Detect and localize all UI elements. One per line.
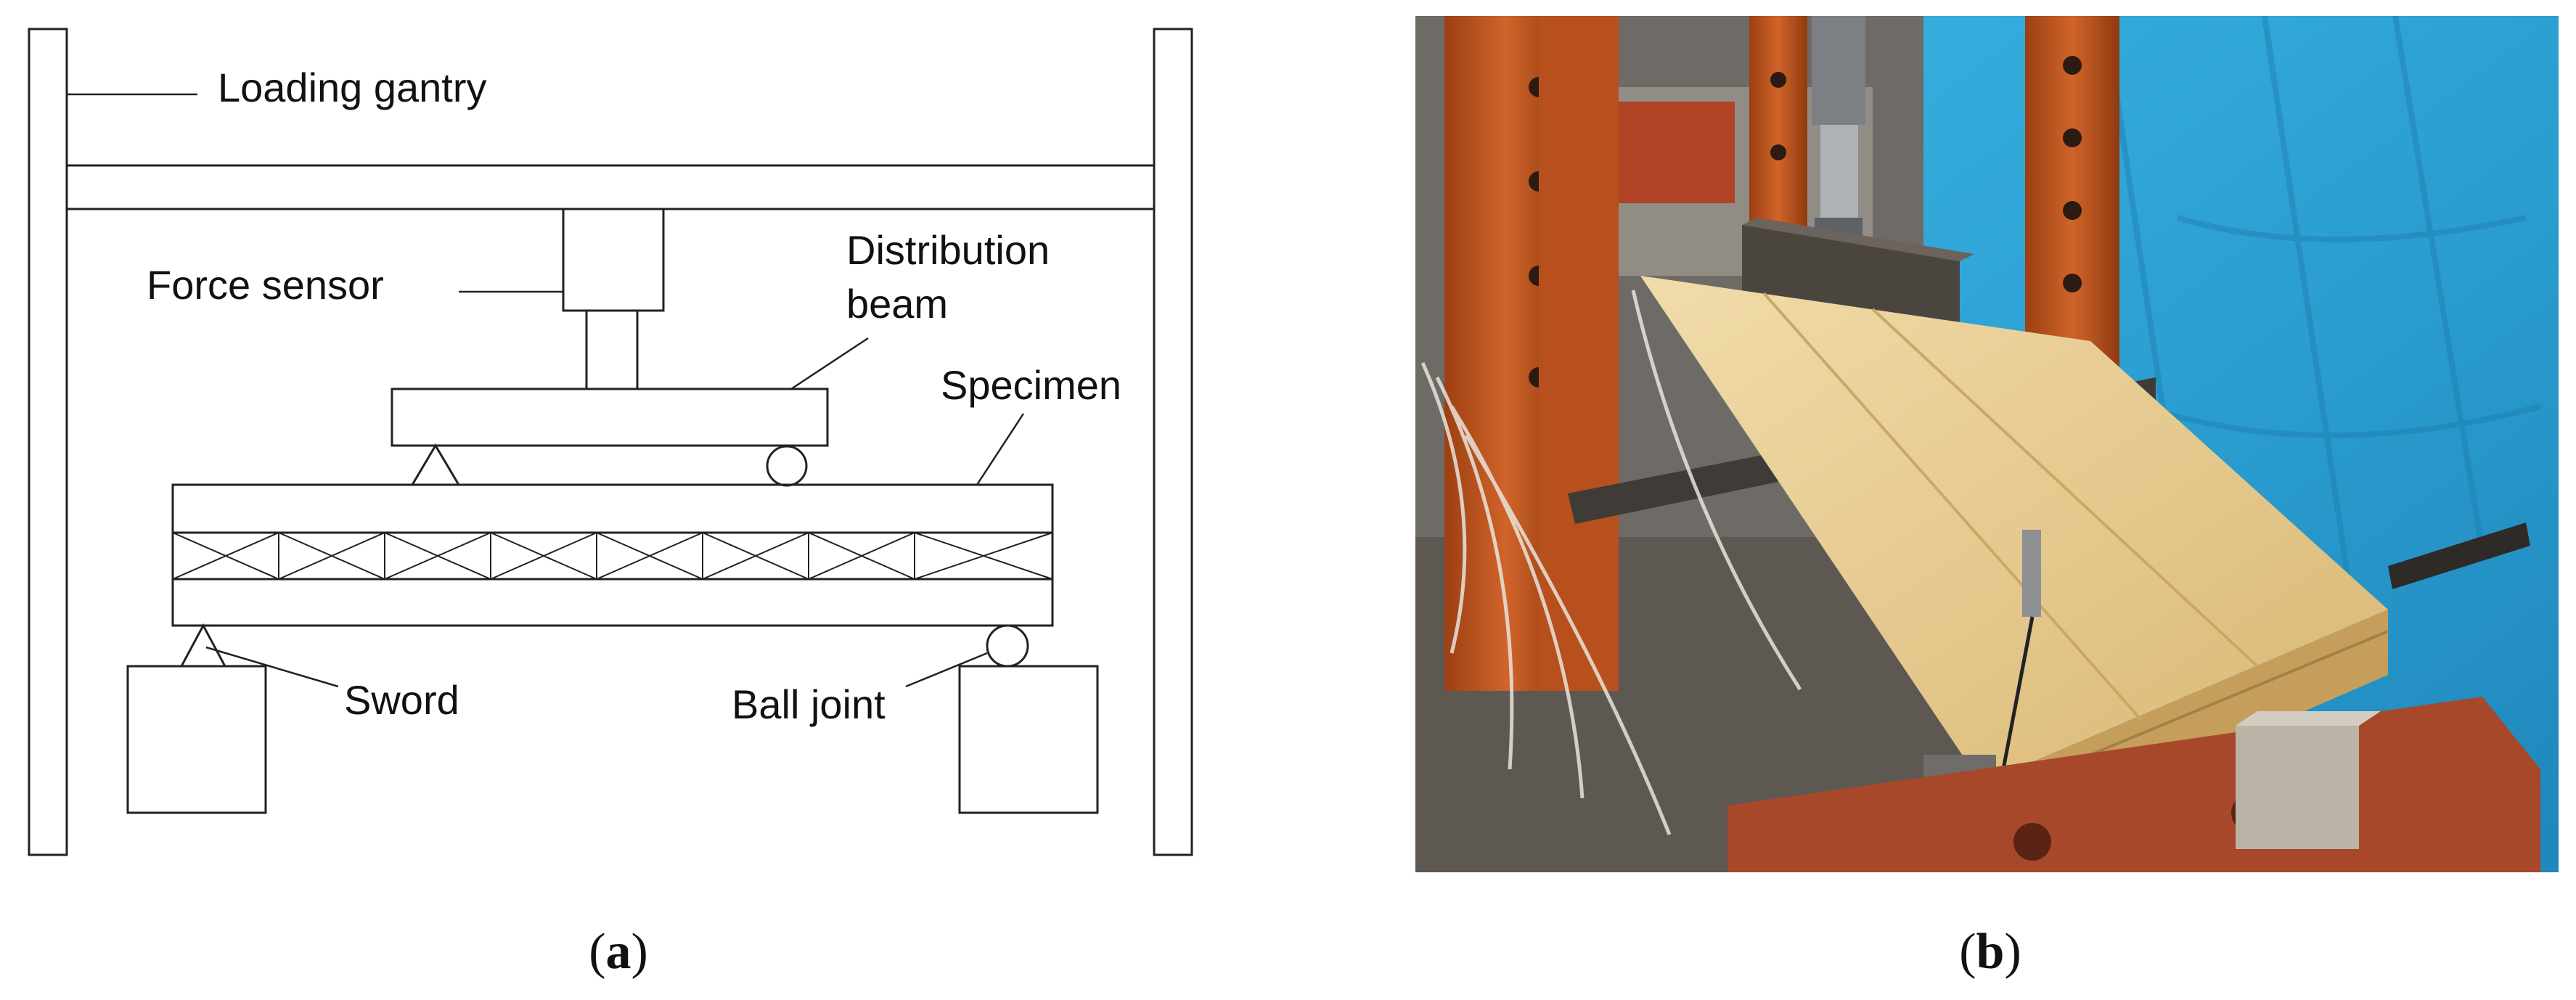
caption-b-letter: b — [1976, 924, 2005, 980]
panel-b-photo — [1415, 16, 2559, 872]
steel-column-middle — [1749, 16, 1807, 255]
left-support-block — [126, 665, 267, 814]
distribution-pin-support — [410, 443, 461, 486]
label-distribution-line2: beam — [846, 281, 948, 327]
panel-a-schematic — [28, 28, 1193, 856]
sword-support — [179, 623, 227, 668]
specimen — [171, 483, 1054, 627]
photo-concrete-cube — [2236, 726, 2359, 849]
force-sensor — [562, 208, 665, 312]
leader-sword — [205, 646, 339, 688]
distribution-beam — [391, 388, 829, 447]
leader-ball-joint — [905, 652, 988, 688]
left-column — [28, 28, 68, 856]
photo-wires — [1420, 290, 1802, 835]
actuator-rod — [585, 309, 639, 390]
photo-load-cell — [1820, 125, 1858, 234]
leader-distribution-beam — [790, 337, 869, 390]
leader-specimen — [976, 413, 1025, 485]
right-support-block — [958, 665, 1099, 814]
label-sword: Sword — [344, 677, 459, 723]
caption-a: (a) — [589, 924, 648, 980]
label-ball-joint: Ball joint — [732, 681, 886, 727]
photo-displacement-gauge — [2022, 530, 2041, 617]
photo-timber-specimen — [1640, 276, 2388, 784]
right-column — [1153, 28, 1193, 856]
photo-actuator — [1812, 16, 1865, 125]
label-loading-gantry: Loading gantry — [218, 65, 487, 110]
label-specimen: Specimen — [941, 362, 1121, 408]
photo-threaded-rod — [2388, 522, 2530, 589]
tarp-folds — [2102, 16, 2542, 654]
specimen-cross-bracing — [172, 532, 1053, 580]
caption-a-letter: a — [606, 924, 631, 980]
label-distribution-line1: Distribution — [846, 227, 1050, 273]
distribution-roller-support — [766, 445, 808, 487]
ball-joint-support — [986, 624, 1029, 668]
caption-b: (b) — [1959, 924, 2021, 980]
label-force-sensor: Force sensor — [147, 262, 384, 308]
